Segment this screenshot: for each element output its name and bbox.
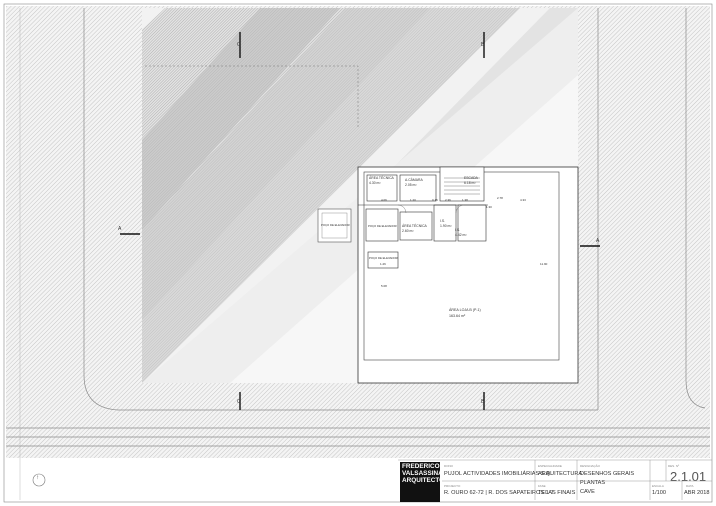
section-label-bottom-right: B	[481, 399, 485, 405]
address-value: R. OURO 62-72 | R. DOS SAPATEIROS 1-7	[444, 490, 554, 496]
specialty-label: ESPECIALIDADE	[538, 464, 562, 468]
dimension: 1.30	[486, 205, 492, 209]
section-label-right: A	[596, 238, 600, 244]
specialty-value: ARQUITECTURA	[538, 471, 583, 477]
section-label-bottom-left: C	[237, 399, 241, 405]
owner-value: PUJOL ACTIVIDADES IMOBILIÁRIAS S.A.	[444, 471, 552, 477]
date-value: ABR 2018	[684, 490, 710, 496]
dimension: 2.78	[497, 196, 503, 200]
logo-line: VALSASSINA	[402, 470, 443, 477]
room-label: I.S.	[455, 228, 461, 232]
section-label-top-right: B	[481, 42, 485, 48]
section-markers	[120, 32, 600, 410]
room-area: 1.90 m²	[440, 224, 452, 228]
north-symbol-circle	[32, 473, 46, 487]
elevator-pit-label: POÇO DE ELEVADOR	[369, 256, 398, 260]
section-label-left: A	[118, 226, 122, 232]
designation-line: PLANTAS	[580, 480, 606, 486]
dimension: 1.20	[410, 198, 416, 202]
dimension: 1.38	[462, 198, 468, 202]
sheet-number: 2.1.01	[670, 469, 707, 484]
room-label: I.S.	[440, 219, 446, 223]
section-label-top-left: C	[237, 42, 241, 48]
room-label: ÁREA LOJA B (P-1)	[449, 308, 481, 312]
room-area: 4.30 m²	[369, 181, 381, 185]
phase-label: FASE	[538, 484, 546, 488]
elevator-pit-left	[317, 208, 352, 243]
room-area: 4.42 m²	[455, 233, 467, 237]
room-label: ESCADA	[464, 176, 478, 180]
elevator-pit-label: POÇO DE ELEVADOR	[368, 224, 397, 228]
designation-line: CAVE	[580, 489, 595, 495]
sheet-number-label: DES. Nº	[668, 464, 680, 468]
phase-value: TELAS FINAIS	[538, 490, 576, 496]
room-area: 2.05 m²	[405, 183, 417, 187]
dimension: 4.06	[381, 198, 387, 202]
room-label: ÁREA TÉCNICA	[402, 224, 427, 228]
curb-lines	[6, 8, 710, 447]
owner-label: DONO	[444, 464, 453, 468]
dimension: 11.90	[540, 262, 548, 266]
dimension: 1.26	[380, 262, 386, 266]
logo-line: ARQUITECTOS	[402, 477, 449, 484]
designation-line: DESENHOS GERAIS	[580, 471, 635, 477]
room-area: 6.18 m²	[464, 181, 476, 185]
upper-footprint-dashed	[145, 65, 359, 128]
basement-plan	[357, 166, 579, 384]
room-area: 163.64 m²	[449, 314, 466, 318]
room-label: ÁREA TÉCNICA	[369, 176, 394, 180]
logo-line: FREDERICO	[402, 463, 440, 470]
room-area: 2.60 m²	[402, 229, 414, 233]
dimension: 0.15	[432, 198, 438, 202]
scale-value: 1/100	[652, 490, 666, 496]
north-arrow-icon: ↑	[36, 475, 39, 481]
address-label: PROJECTO	[444, 484, 461, 488]
dimension: 4.33	[520, 198, 526, 202]
dimension: 5.08	[381, 284, 387, 288]
firm-logo: FREDERICO VALSASSINA ARQUITECTOS	[400, 462, 449, 502]
scale-label: ESCALA	[652, 484, 664, 488]
elevator-pit-label: POÇO DE ELEVADOR	[321, 223, 350, 227]
room-label: A.CÂMARA	[405, 178, 423, 182]
designation-label: DESIGNAÇÃO	[580, 464, 601, 468]
date-label: DATA	[686, 484, 694, 488]
dimension: 2.36	[445, 198, 451, 202]
